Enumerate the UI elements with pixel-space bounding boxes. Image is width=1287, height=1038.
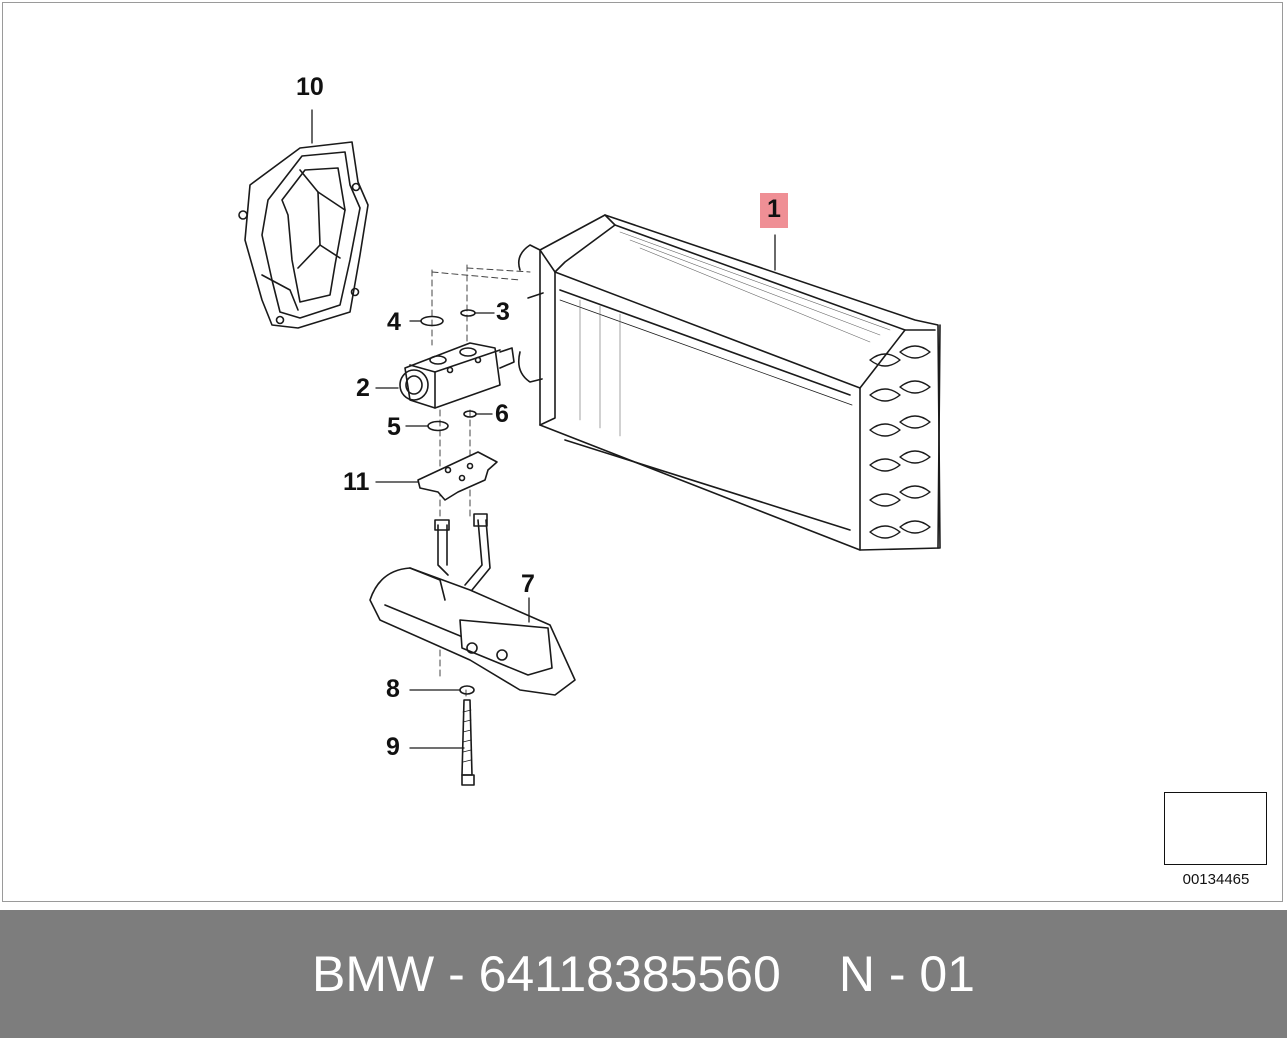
callout-10[interactable]: 10 [296,73,324,101]
direction-indicator-box [1164,792,1267,865]
parts-diagram [238,109,1257,859]
part-9-screw[interactable] [409,699,475,786]
revision-code: N - 01 [838,946,975,1002]
part-10-housing-cover[interactable] [238,109,369,329]
part-5-o-ring[interactable] [405,420,449,432]
callout-4[interactable]: 4 [387,308,401,336]
part-3-o-ring[interactable] [460,309,495,317]
part-2-expansion-valve[interactable] [375,342,515,409]
part-7-pipe-housing[interactable] [369,513,576,696]
callout-6[interactable]: 6 [495,400,509,428]
part-number: BMW - 64118385560 [312,946,781,1002]
callout-9[interactable]: 9 [386,733,400,761]
callout-3[interactable]: 3 [496,298,510,326]
callout-2[interactable]: 2 [356,374,370,402]
footer-bar: BMW - 64118385560 N - 01 [0,910,1287,1038]
part-11-bracket[interactable] [375,451,498,501]
callout-7[interactable]: 7 [521,570,535,598]
callout-11[interactable]: 11 [343,468,370,496]
part-8-washer[interactable] [409,685,475,695]
part-6-o-ring[interactable] [463,410,493,418]
part-4-o-ring[interactable] [409,315,444,327]
image-code: 00134465 [1182,871,1250,888]
callout-8[interactable]: 8 [386,675,400,703]
callout-1[interactable]: 1 [760,193,788,228]
part-1-evaporator[interactable] [517,214,941,551]
callout-5[interactable]: 5 [387,413,401,441]
